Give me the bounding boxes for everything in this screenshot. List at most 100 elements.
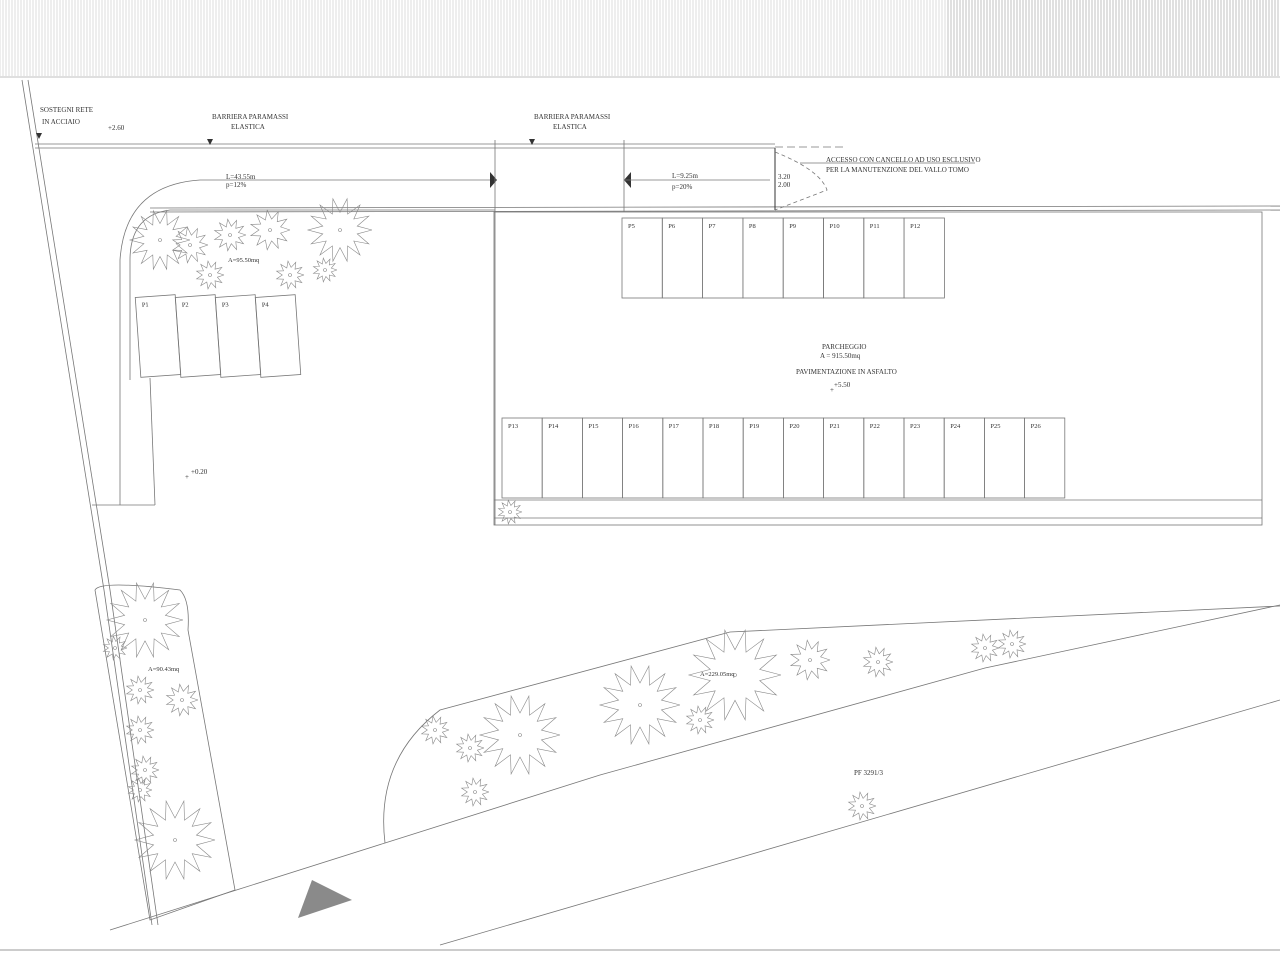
green-area-3: A=229.05mq <box>700 671 735 678</box>
parking-spot: P13 <box>501 417 543 499</box>
ramp2-length: L=9.25m <box>672 172 698 180</box>
parking-title: PARCHEGGIO <box>822 343 866 351</box>
parking-spot: P7 <box>702 217 744 299</box>
green-area-left <box>94 584 236 921</box>
parking-spot-label: P19 <box>749 423 759 430</box>
gate-dimension-1: 3.20 <box>778 173 791 181</box>
parking-spot: P21 <box>823 417 865 499</box>
parking-spot-label: P5 <box>628 223 635 230</box>
parking-spot-label: P20 <box>789 423 799 430</box>
tree-icon <box>460 777 490 807</box>
parking-spot: P19 <box>742 417 784 499</box>
parking-spot: P16 <box>622 417 664 499</box>
svg-text:+: + <box>830 386 834 394</box>
parking-spot: P15 <box>582 417 624 499</box>
parking-spot: P20 <box>783 417 825 499</box>
tree-icon <box>171 226 209 264</box>
parking-spot: P24 <box>943 417 985 499</box>
tree-icon <box>862 646 894 678</box>
tree-icon <box>127 777 153 803</box>
parking-paving: PAVIMENTAZIONE IN ASFALTO <box>796 368 897 376</box>
parking-spot-label: P3 <box>222 302 229 309</box>
tree-icon <box>128 209 191 271</box>
tree-icon <box>478 694 561 776</box>
tree-icon <box>306 197 373 263</box>
parking-spot: P14 <box>541 417 583 499</box>
access-note-2: PER LA MANUTENZIONE DEL VALLO TOMO <box>826 166 969 174</box>
annotations: SOSTEGNI RETE IN ACCIAIO +2.60 BARRIERA … <box>36 106 981 777</box>
parking-spot-label: P1 <box>142 302 149 309</box>
parking-spot: P5 <box>621 217 663 299</box>
rockfall-barrier-lower <box>149 205 1280 213</box>
parking-spot-label: P21 <box>830 423 840 430</box>
parking-spot: P2 <box>174 294 222 378</box>
parking-area-value: A = 915.50mq <box>820 352 861 360</box>
parking-spot-label: P17 <box>669 423 680 430</box>
tree-icon <box>497 499 523 525</box>
hatched-slope-band <box>0 0 1280 78</box>
tree-icon <box>130 755 160 785</box>
parking-spot: P17 <box>662 417 704 499</box>
tree-icon <box>789 639 831 681</box>
parking-spot-label: P10 <box>830 223 840 230</box>
tree-icon <box>275 260 305 290</box>
parking-spot-label: P7 <box>709 223 717 230</box>
parking-spot: P18 <box>702 417 744 499</box>
tree-icon <box>598 664 681 746</box>
elevation-parking: +5.50 <box>834 381 851 389</box>
tree-icon <box>970 633 1000 663</box>
parking-spot-label: P8 <box>749 223 756 230</box>
label-sostegni-1: SOSTEGNI RETE <box>40 106 93 114</box>
gate <box>774 148 975 211</box>
parking-spot: P25 <box>984 417 1026 499</box>
parking-spot-label: P13 <box>508 423 518 430</box>
parking-spot-label: P22 <box>870 423 880 430</box>
tree-icon <box>997 629 1027 659</box>
tree-icon <box>165 683 199 717</box>
parking-spot-label: P9 <box>789 223 796 230</box>
label-barriera-1a: BARRIERA PARAMASSI <box>212 113 289 121</box>
road-boundaries <box>0 604 1280 951</box>
gate-dimension-2: 2.00 <box>778 181 791 189</box>
parking-spot-label: P2 <box>182 302 189 309</box>
rockfall-barrier-upper <box>35 143 845 149</box>
ramp1-length: L=43.55m <box>226 173 256 181</box>
parking-spot-label: P12 <box>910 223 920 230</box>
ramp1-slope: p=12% <box>226 181 246 189</box>
parking-spot-label: P16 <box>629 423 640 430</box>
parking-spot: P6 <box>661 217 703 299</box>
label-barriera-2b: ELASTICA <box>553 123 587 131</box>
access-ramp <box>92 140 770 525</box>
parking-spot: P1 <box>134 294 182 378</box>
tree-icon <box>847 791 877 821</box>
tree-icon <box>420 715 450 745</box>
parking-spot-label: P23 <box>910 423 920 430</box>
parking-spot: P4 <box>254 294 302 378</box>
label-barriera-2a: BARRIERA PARAMASSI <box>534 113 611 121</box>
tree-icon <box>455 733 485 763</box>
parking-spot: P12 <box>903 217 945 299</box>
parking-spot: P23 <box>903 417 945 499</box>
tree-icon <box>102 635 128 661</box>
ramp-arrow-icon <box>490 172 497 188</box>
parking-spot: P3 <box>214 294 262 378</box>
label-barriera-1b: ELASTICA <box>231 123 265 131</box>
green-area-2: A=90.43mq <box>148 666 180 673</box>
tree-icon <box>133 799 216 881</box>
tree-icon <box>125 675 155 705</box>
tree-icon <box>249 209 291 251</box>
tree-icon <box>195 260 225 290</box>
left-boundary <box>21 79 159 926</box>
parking-spot: P22 <box>863 417 905 499</box>
parking-spot: P9 <box>782 217 824 299</box>
tree-icon <box>687 629 782 721</box>
trees <box>102 197 1027 881</box>
label-sostegni-2: IN ACCIAIO <box>42 118 80 126</box>
parking-spot-label: P11 <box>870 223 880 230</box>
elevation-top: +2.60 <box>108 124 125 132</box>
tree-icon <box>125 715 155 745</box>
ramp2-slope: p=20% <box>672 183 692 191</box>
parking-area <box>493 211 1263 526</box>
green-area-1: A=95.50mq <box>228 257 260 264</box>
